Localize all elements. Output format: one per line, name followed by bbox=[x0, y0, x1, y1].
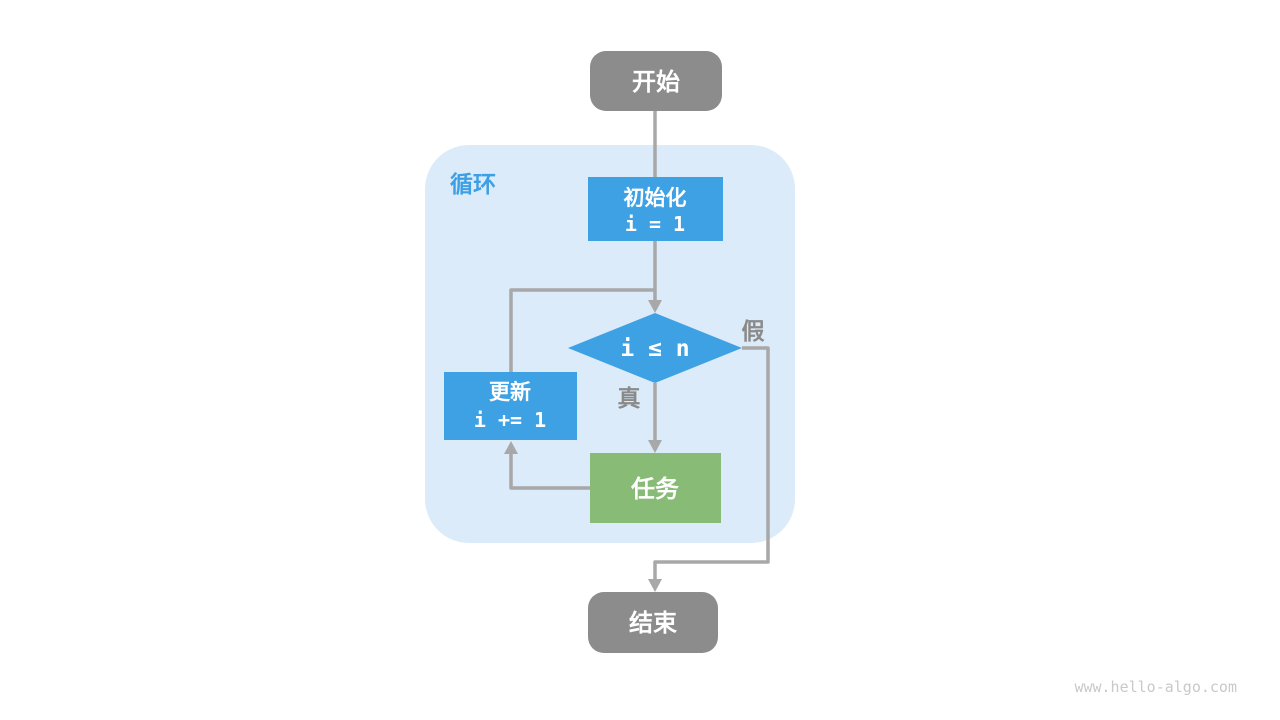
arrowhead-into-update bbox=[504, 441, 518, 454]
init-node-code: i = 1 bbox=[625, 212, 685, 236]
task-node-shape bbox=[590, 453, 721, 523]
start-node-label: 开始 bbox=[632, 69, 680, 96]
end-node-shape bbox=[588, 592, 718, 653]
init-node-label: 初始化 bbox=[624, 186, 687, 210]
end-node: 结束 bbox=[588, 592, 718, 653]
update-node-code: i += 1 bbox=[474, 408, 546, 432]
init-node-shape bbox=[588, 177, 723, 241]
edge-condition-false-to-end bbox=[653, 346, 770, 582]
watermark-text: www.hello-algo.com bbox=[1074, 678, 1237, 696]
arrowhead-into-end bbox=[648, 579, 662, 592]
edge-label-true: 真 bbox=[618, 385, 641, 411]
start-node: 开始 bbox=[590, 51, 722, 111]
edge-label-false: 假 bbox=[742, 318, 765, 344]
arrowhead-into-condition bbox=[648, 300, 662, 313]
init-node: 初始化 i = 1 bbox=[588, 177, 723, 241]
update-node-shape bbox=[444, 372, 577, 440]
loop-container-label: 循环 bbox=[450, 171, 496, 197]
update-node-label: 更新 bbox=[489, 380, 531, 404]
edge-task-to-update bbox=[509, 451, 590, 490]
condition-node-code: i ≤ n bbox=[620, 336, 689, 362]
condition-node: i ≤ n bbox=[568, 313, 742, 383]
update-node: 更新 i += 1 bbox=[444, 372, 577, 440]
task-node-label: 任务 bbox=[630, 475, 680, 503]
edge-update-to-condition bbox=[509, 288, 656, 372]
task-node: 任务 bbox=[590, 453, 721, 523]
arrowhead-into-task bbox=[648, 440, 662, 453]
end-node-label: 结束 bbox=[629, 610, 678, 637]
start-node-shape bbox=[590, 51, 722, 111]
condition-node-shape bbox=[568, 313, 742, 383]
